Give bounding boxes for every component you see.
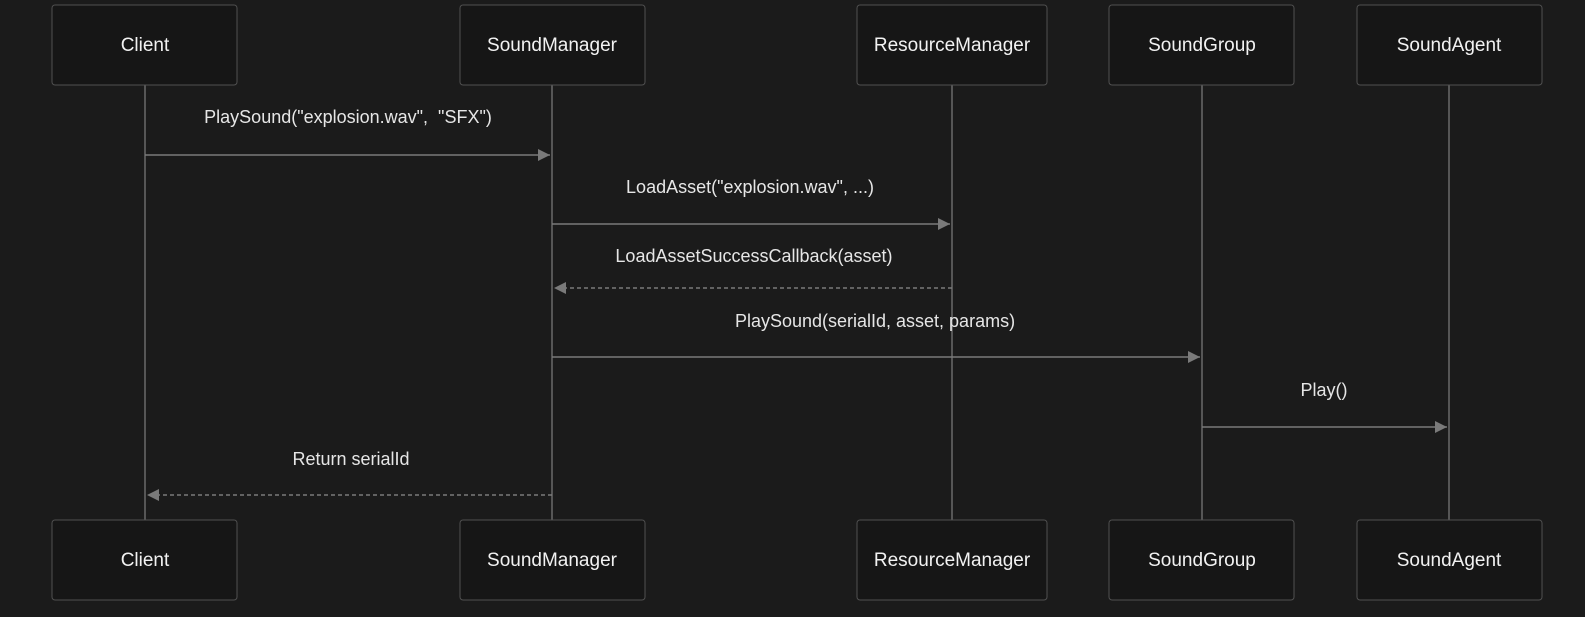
participant-top-client: Client bbox=[51, 4, 238, 86]
message-label: PlaySound(serialId, asset, params) bbox=[735, 311, 1015, 331]
participant-label-resourcemanager: ResourceManager bbox=[874, 550, 1031, 571]
participant-label-soundmanager: SoundManager bbox=[487, 35, 618, 56]
participant-label-client: Client bbox=[121, 550, 170, 571]
participant-bottom-soundmanager: SoundManager bbox=[459, 519, 646, 601]
message-label: Play() bbox=[1300, 380, 1347, 400]
participant-top-soundagent: SoundAgent bbox=[1356, 4, 1543, 86]
message-playsound-group: PlaySound(serialId, asset, params) bbox=[552, 311, 1200, 363]
participant-label-soundgroup: SoundGroup bbox=[1148, 550, 1256, 571]
message-label: LoadAssetSuccessCallback(asset) bbox=[615, 246, 892, 266]
message-label: LoadAsset("explosion.wav", ...) bbox=[626, 177, 874, 197]
message-playsound-request: PlaySound("explosion.wav", "SFX") bbox=[145, 107, 550, 161]
participant-top-soundmanager: SoundManager bbox=[459, 4, 646, 86]
participant-bottom-soundgroup: SoundGroup bbox=[1108, 519, 1295, 601]
participant-top-resourcemanager: ResourceManager bbox=[856, 4, 1048, 86]
participant-bottom-resourcemanager: ResourceManager bbox=[856, 519, 1048, 601]
message-return-serialid: Return serialId bbox=[147, 449, 552, 501]
message-play: Play() bbox=[1202, 380, 1447, 433]
participant-top-soundgroup: SoundGroup bbox=[1108, 4, 1295, 86]
message-loadasset: LoadAsset("explosion.wav", ...) bbox=[552, 177, 950, 230]
participant-bottom-client: Client bbox=[51, 519, 238, 601]
participant-label-client: Client bbox=[121, 35, 170, 56]
participant-label-soundmanager: SoundManager bbox=[487, 550, 618, 571]
participant-label-resourcemanager: ResourceManager bbox=[874, 35, 1031, 56]
message-label: PlaySound("explosion.wav", "SFX") bbox=[204, 107, 492, 127]
participant-label-soundagent: SoundAgent bbox=[1397, 550, 1502, 571]
message-label: Return serialId bbox=[292, 449, 409, 469]
participant-bottom-soundagent: SoundAgent bbox=[1356, 519, 1543, 601]
participant-label-soundagent: SoundAgent bbox=[1397, 35, 1502, 56]
message-loadasset-callback: LoadAssetSuccessCallback(asset) bbox=[554, 246, 952, 294]
participant-label-soundgroup: SoundGroup bbox=[1148, 35, 1256, 56]
